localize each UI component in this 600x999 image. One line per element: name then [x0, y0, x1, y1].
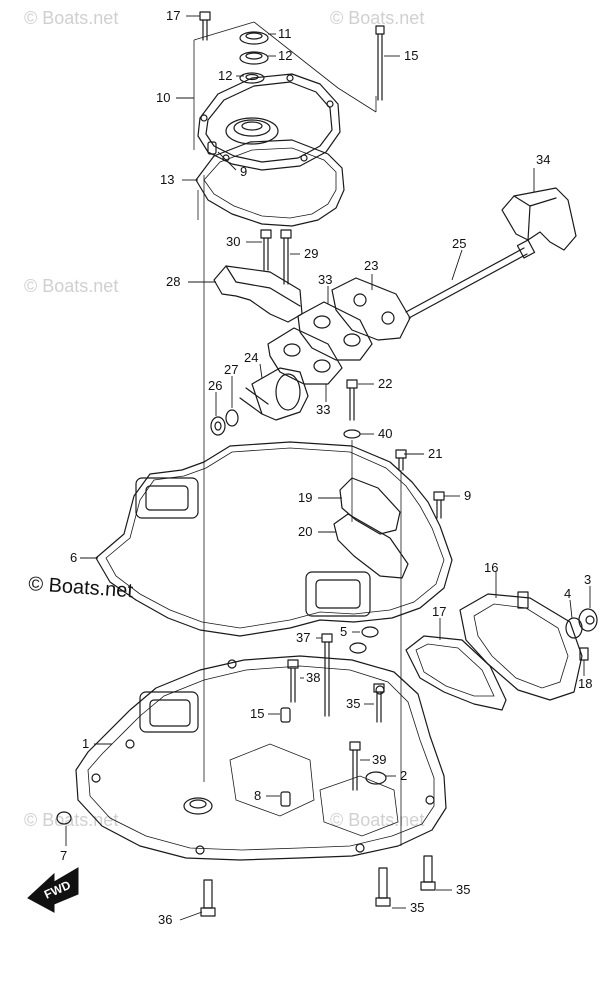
callout-35: 35 [346, 696, 360, 711]
watermark-text: © Boats.net [24, 8, 118, 28]
callout-22: 20 [298, 524, 312, 539]
watermark-text: © Boats.net [330, 8, 424, 28]
callout-38: 38 [306, 670, 320, 685]
callout-10: 10 [156, 90, 170, 105]
leader-lines [65, 15, 591, 921]
callout-18: 16 [484, 560, 498, 575]
callout-32: 30 [226, 234, 240, 249]
callout-17: 17 [166, 8, 180, 23]
parts-21-22-covers [333, 477, 409, 579]
callout-30: 28 [166, 274, 180, 289]
callout-28: 26 [208, 378, 222, 393]
callout-29: 27 [224, 362, 238, 377]
part-1-main-housing [75, 655, 447, 861]
callout-34: 34 [536, 152, 550, 167]
parts-8-16-pins [280, 707, 291, 807]
parts-2-5-orings [349, 626, 387, 785]
callout-labels: 17 11 12 12 15 10 9 13 34 25 30 29 23 28… [60, 8, 592, 927]
callout-33: 33 [316, 402, 330, 417]
callout-16: 15 [250, 706, 264, 721]
watermark-text: © Boats.net [24, 276, 118, 296]
callout-11: 9 [240, 164, 247, 179]
parts-25-33-plates [267, 277, 411, 385]
callout-3: 3 [584, 572, 591, 587]
callout-5: 5 [340, 624, 347, 639]
callout-33: 33 [318, 272, 332, 287]
part-6-main-gasket [95, 441, 453, 637]
callout-39: 39 [372, 752, 386, 767]
part-14-gasket [195, 139, 345, 227]
callout-24: 22 [378, 376, 392, 391]
callout-9: 9 [464, 488, 471, 503]
callout-40: 40 [378, 426, 392, 441]
callout-19: 17 [432, 604, 446, 619]
callout-26: 24 [244, 350, 258, 365]
part-30-mount [213, 265, 303, 323]
part-26-rubber-mount [239, 367, 309, 421]
parts-12-13-seals [239, 31, 269, 84]
callout-12: 12 [278, 48, 292, 63]
callout-4: 4 [564, 586, 571, 601]
callout-15: 15 [404, 48, 418, 63]
parts-24-40-bolt-washer [343, 379, 361, 439]
part-11-pin [207, 141, 217, 155]
reference-lines [197, 175, 402, 846]
callout-8: 8 [254, 788, 261, 803]
part-27-shaft [405, 239, 536, 319]
callout-13: 12 [218, 68, 232, 83]
callout-14: 13 [160, 172, 174, 187]
parts-7-35-36-bottom-bolts [56, 811, 436, 917]
callout-2: 2 [400, 768, 407, 783]
callout-25: 23 [364, 258, 378, 273]
callout-21: 19 [298, 490, 312, 505]
callout-6: 6 [70, 550, 77, 565]
parts-31-32-bolts [260, 229, 292, 285]
callout-12: 11 [278, 26, 292, 41]
parts-3-4-plug-washer [565, 608, 598, 639]
callout-23: 21 [428, 446, 442, 461]
callout-31: 29 [304, 246, 318, 261]
callout-20: 18 [578, 676, 592, 691]
callout-7: 7 [60, 848, 67, 863]
parts-35-37-38-bolts [287, 633, 385, 791]
callout-35: 35 [410, 900, 424, 915]
callout-27: 25 [452, 236, 466, 251]
callout-36: 36 [158, 912, 172, 927]
parts-18-19-side-cover [405, 591, 583, 711]
callout-35: 35 [456, 882, 470, 897]
part-34-bracket [501, 187, 577, 251]
parts-28-29-washers [210, 409, 239, 436]
callout-37: 37 [296, 630, 310, 645]
part-10-cover-plate [193, 21, 377, 171]
watermarks: © Boats.net © Boats.net © Boats.net © Bo… [24, 8, 424, 830]
watermark-text: © Boats.net [330, 810, 424, 830]
callout-1: 1 [82, 736, 89, 751]
fwd-arrow: FWD [27, 867, 79, 913]
part-15-long-bolt [375, 25, 385, 101]
